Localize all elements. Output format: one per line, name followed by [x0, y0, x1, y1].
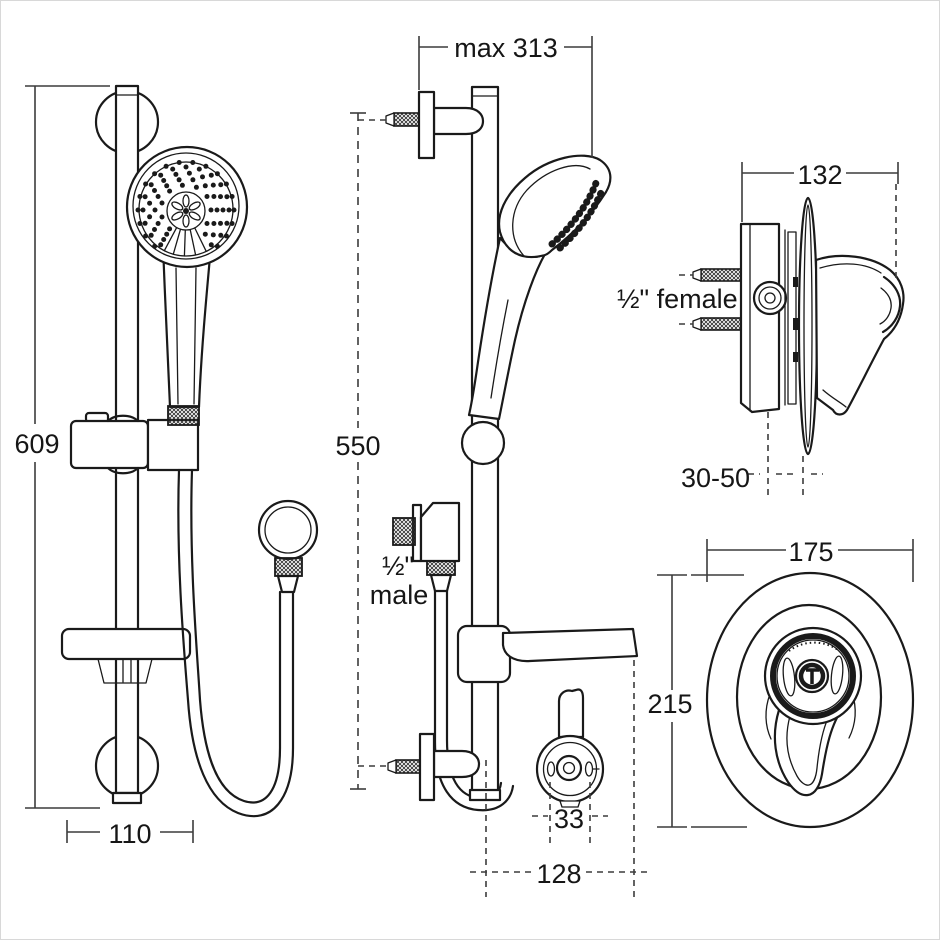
outlet-thread-size: ½" — [382, 551, 414, 581]
button-t-mark — [806, 668, 819, 684]
handset-handle-front — [161, 244, 213, 409]
valve-body-side — [814, 254, 905, 416]
hose-nut — [274, 557, 303, 577]
clamp-plates — [784, 229, 798, 406]
inlet-screw-bottom — [679, 317, 742, 331]
handle-knurl — [167, 405, 200, 426]
dim-faceplate-width: 175 — [706, 537, 914, 582]
hose-nut-side — [426, 560, 456, 576]
outlet-thread-label: ½" male — [370, 551, 429, 610]
slider-knob — [460, 420, 506, 466]
rail-end-cap — [111, 791, 143, 805]
valve-side-view: 132 ½" female 30-50 — [617, 160, 905, 495]
dim-bracket-width: 33 — [532, 782, 608, 845]
right-grip-slot — [830, 655, 844, 695]
nozzle-band — [548, 179, 600, 248]
handset-hub-petals — [171, 194, 201, 228]
dim-valve-depth: 132 — [741, 160, 899, 278]
slider-clamp — [69, 405, 200, 475]
male-thread — [392, 517, 416, 546]
left-grip-slot — [782, 657, 796, 697]
fixing-screw — [393, 112, 420, 127]
dim-faceplate-width-label: 175 — [788, 537, 833, 567]
rail-side-view: max 313 550 ½" male 33 — [335, 33, 648, 897]
bracket-face-detail — [535, 688, 605, 808]
handset-side — [460, 154, 612, 466]
handset-nozzle-dots — [135, 160, 237, 249]
valve-front-view: 175 215 — [647, 537, 915, 829]
valve-handle-ring — [763, 626, 863, 726]
ring-lettering — [788, 641, 839, 652]
dim-rail-height-label: 609 — [14, 429, 59, 459]
dim-fixing-centres-label: 550 — [335, 431, 380, 461]
dim-valve-depth-label: 132 — [797, 160, 842, 190]
valve-wall-plate — [739, 222, 781, 414]
handset-hub — [166, 191, 206, 231]
handset-holder — [146, 418, 200, 472]
dim-wall-range-label: 30-50 — [681, 463, 750, 493]
escutcheon-edge — [797, 196, 819, 456]
dim-wall-range: 30-50 — [681, 412, 823, 495]
dim-fixing-centres: 550 — [335, 112, 381, 790]
dim-projection: 128 — [470, 660, 648, 897]
dim-rail-height: 609 — [14, 85, 110, 809]
handset-spray-lines — [163, 227, 207, 257]
rail-front-view: 609 110 — [14, 84, 319, 849]
outlet-thread-gender: male — [370, 580, 429, 610]
hose-hanger-ring — [257, 499, 319, 561]
dim-base-width: 110 — [66, 819, 194, 849]
top-bracket-side — [358, 90, 485, 160]
dim-faceplate-height: 215 — [647, 574, 747, 828]
dim-projection-label: 128 — [536, 859, 581, 889]
soap-dish-front — [60, 627, 192, 684]
dim-max-projection: max 313 — [418, 33, 593, 158]
dim-bracket-width-label: 33 — [554, 804, 584, 834]
bottom-bracket-side — [358, 732, 502, 802]
dim-faceplate-height-label: 215 — [647, 689, 692, 719]
shower-hose-front — [177, 468, 319, 818]
fixing-bolt — [752, 280, 788, 316]
inlet-thread-label: ½" female — [617, 284, 738, 314]
inlet-screw-top — [679, 268, 742, 282]
handset-head — [125, 145, 249, 269]
dim-base-width-label: 110 — [108, 819, 151, 849]
dim-max-projection-label: max 313 — [454, 33, 558, 63]
soap-dish-side — [456, 624, 639, 684]
handset-head-side — [498, 154, 612, 258]
outlet-elbow — [392, 501, 461, 593]
fixing-screw — [395, 759, 421, 774]
